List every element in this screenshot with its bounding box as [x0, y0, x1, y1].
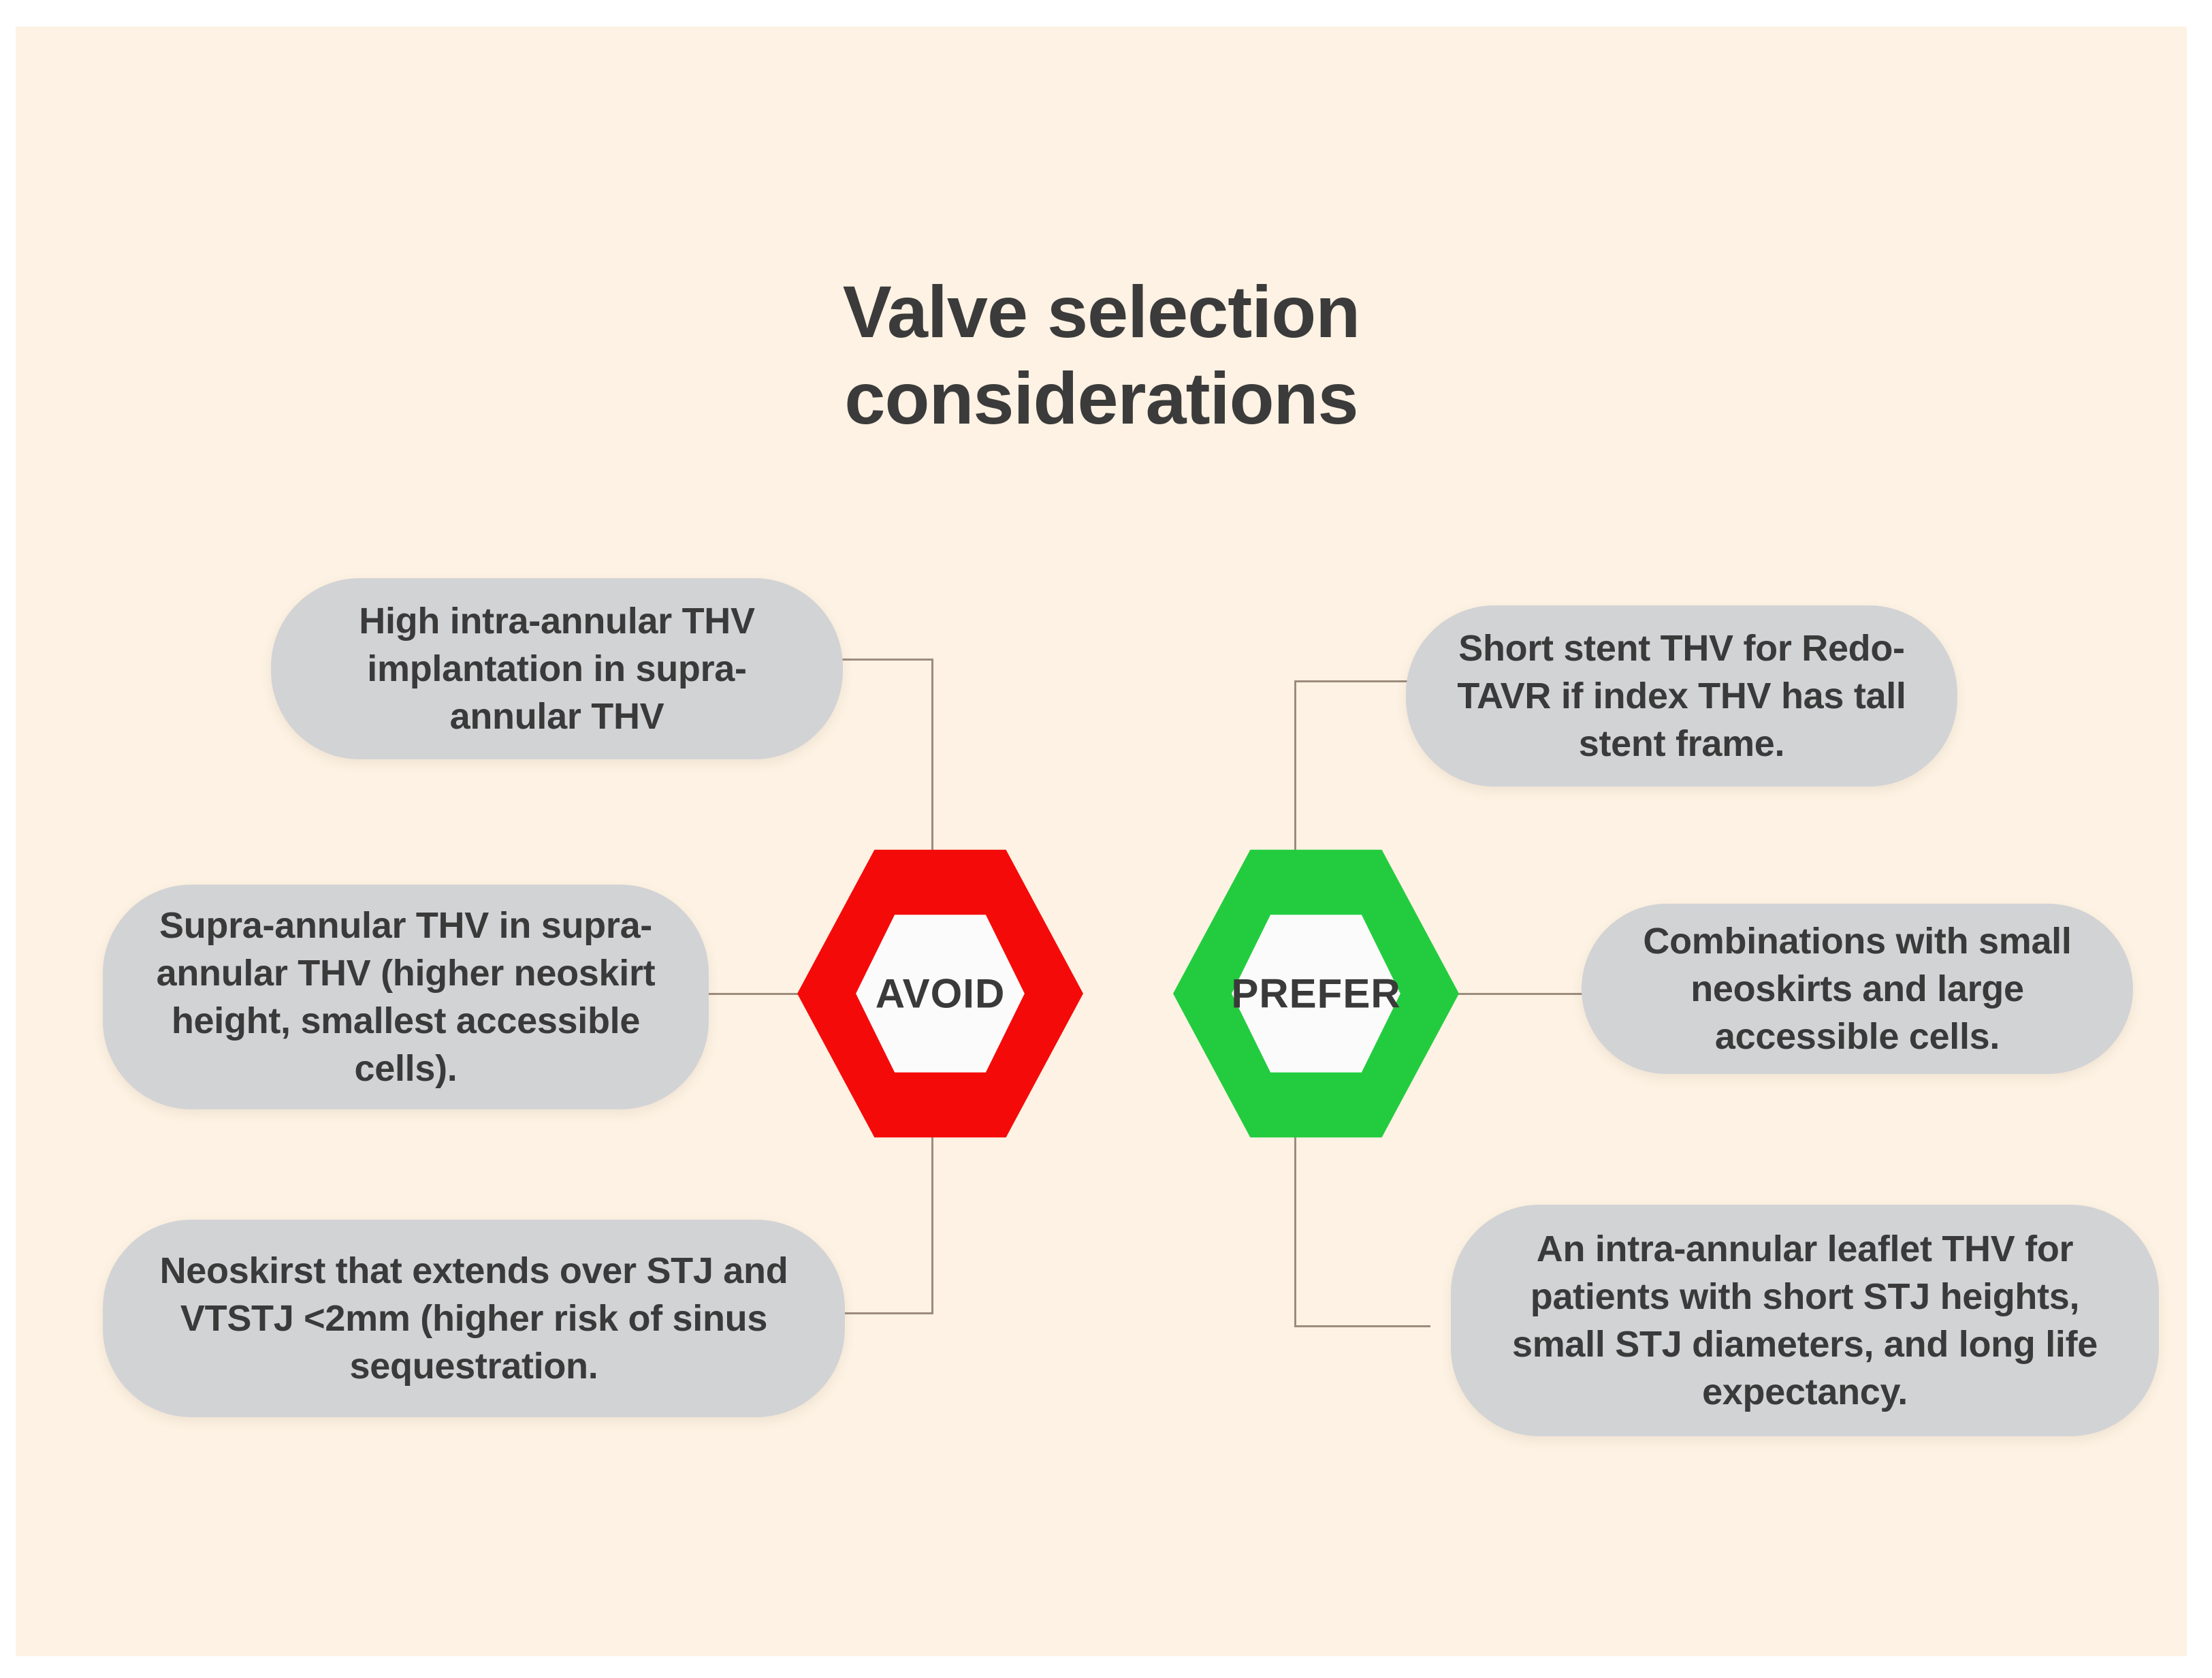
connector-prefer-middle: [1444, 993, 1590, 995]
avoid-hexagon-badge[interactable]: AVOID: [797, 844, 1083, 1143]
connector-avoid-bottom-vertical: [931, 1133, 933, 1314]
connector-avoid-top-vertical: [931, 659, 933, 853]
hexagon-inner-fill: [856, 915, 1025, 1073]
avoid-badge-label: AVOID: [875, 970, 1006, 1017]
avoid-item-1-label: High intra-annular THV implantation in s…: [359, 600, 755, 738]
connector-prefer-bottom-horizontal: [1294, 1325, 1430, 1327]
hexagon-inner-fill: [1232, 915, 1400, 1073]
page-title: Valve selection considerations: [842, 270, 1360, 440]
prefer-item-1[interactable]: Short stent THV for Redo-TAVR if index T…: [1406, 605, 1957, 787]
prefer-badge-label: PREFER: [1231, 970, 1401, 1017]
connector-avoid-middle: [693, 993, 829, 995]
avoid-item-3[interactable]: Neoskirst that extends over STJ and VTST…: [103, 1220, 845, 1417]
connector-prefer-bottom-vertical: [1294, 1131, 1296, 1327]
prefer-item-2[interactable]: Combinations with small neoskirts and la…: [1582, 904, 2133, 1074]
prefer-item-2-label: Combinations with small neoskirts and la…: [1643, 920, 2072, 1058]
prefer-item-1-label: Short stent THV for Redo-TAVR if index T…: [1457, 627, 1906, 765]
connector-prefer-top-vertical: [1294, 680, 1296, 854]
avoid-item-2[interactable]: Supra-annular THV in supra-annular THV (…: [103, 885, 709, 1109]
prefer-hexagon-badge[interactable]: PREFER: [1173, 844, 1459, 1143]
avoid-item-2-label: Supra-annular THV in supra-annular THV (…: [156, 904, 656, 1090]
diagram-canvas: Valve selection considerations High intr…: [16, 27, 2187, 1656]
prefer-item-3-label: An intra-annular leaflet THV for patient…: [1511, 1228, 2098, 1413]
connector-avoid-bottom-horizontal: [824, 1312, 933, 1314]
connector-prefer-top-horizontal: [1294, 680, 1415, 682]
connector-avoid-top-horizontal: [827, 659, 933, 661]
avoid-item-1[interactable]: High intra-annular THV implantation in s…: [271, 578, 843, 759]
prefer-item-3[interactable]: An intra-annular leaflet THV for patient…: [1451, 1205, 2159, 1436]
avoid-item-3-label: Neoskirst that extends over STJ and VTST…: [159, 1250, 788, 1387]
